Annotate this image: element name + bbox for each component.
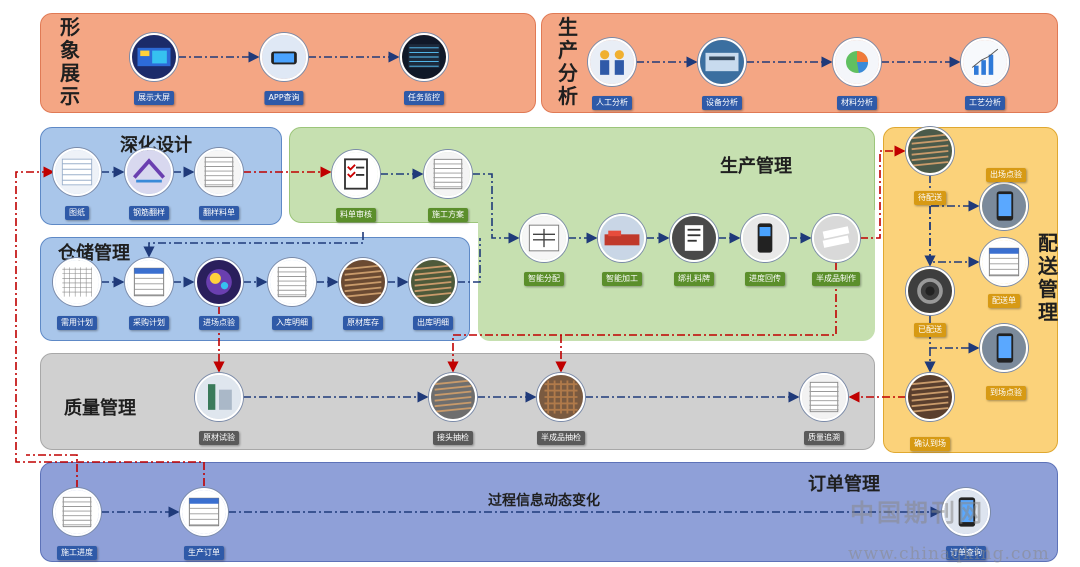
joint-bars-icon[interactable] (429, 373, 477, 421)
storage-node-label: 入库明细 (272, 316, 312, 330)
order-node-label: 订单查询 (946, 546, 986, 560)
storage-feedback-connector (143, 232, 364, 258)
bar-chart-icon[interactable] (961, 38, 1009, 86)
production-node-label: 半成品制作 (812, 272, 860, 286)
order-node-label: 施工进度 (57, 546, 97, 560)
pie-chart-icon[interactable] (833, 38, 881, 86)
production-node-label: 智能分配 (524, 272, 564, 286)
purchase-form-icon[interactable] (125, 258, 173, 306)
watermark-url: www.chinaqking.com (848, 544, 1050, 564)
storage-panel (40, 237, 470, 341)
machine-icon[interactable] (698, 38, 746, 86)
delivery-title: 配送管理 (1036, 232, 1060, 324)
rebar-stock-icon[interactable] (339, 258, 387, 306)
analysis-node-label: 设备分析 (702, 96, 742, 110)
order-phone-icon[interactable] (942, 488, 990, 536)
inbound-sheet-icon[interactable] (268, 258, 316, 306)
order-flow-text: 过程信息动态变化 (488, 493, 600, 509)
checklist-icon[interactable] (332, 150, 380, 198)
production-node-label: 绑扎料牌 (674, 272, 714, 286)
production-node-label: 料单审核 (336, 208, 376, 222)
grid-sheet-icon[interactable] (53, 258, 101, 306)
outbound-to-production-connector (457, 238, 481, 283)
app-phone-icon[interactable] (260, 33, 308, 81)
production-node-label: 智能加工 (602, 272, 642, 286)
semi-to-joint-check-connector (447, 262, 837, 373)
analysis-node-label: 人工分析 (592, 96, 632, 110)
production-node-label: 施工方案 (428, 208, 468, 222)
trace-icon[interactable] (800, 373, 848, 421)
tag-icon[interactable] (670, 214, 718, 262)
delivery-note-icon[interactable] (980, 238, 1028, 286)
rebar-model-icon[interactable] (125, 148, 173, 196)
analysis-title-text: 生产分析 (558, 15, 578, 108)
display-node-label: 任务监控 (404, 91, 444, 105)
design-node-label: 钢筋翻样 (129, 206, 169, 220)
semi-product-icon[interactable] (812, 214, 860, 262)
drawing-icon[interactable] (53, 148, 101, 196)
pending-bars-icon[interactable] (906, 127, 954, 175)
production-node-label: 进度回传 (745, 272, 785, 286)
analysis-node-label: 材料分析 (837, 96, 877, 110)
rebar-mesh-icon[interactable] (906, 373, 954, 421)
processing-machine-icon[interactable] (598, 214, 646, 262)
semi-inspection-icon[interactable] (537, 373, 585, 421)
quality-title: 质量管理 (64, 398, 136, 419)
inspection-icon[interactable] (195, 258, 243, 306)
allocation-icon[interactable] (520, 214, 568, 262)
workers-icon[interactable] (588, 38, 636, 86)
material-list-icon[interactable] (195, 148, 243, 196)
outbound-rebar-icon[interactable] (409, 258, 457, 306)
schedule-feedback-connector (26, 454, 78, 488)
order-title: 订单管理 (808, 474, 880, 495)
design-node-label: 翻样料单 (199, 206, 239, 220)
delivery-node-label: 配送单 (988, 294, 1020, 308)
storage-node-label: 采购计划 (129, 316, 169, 330)
storage-node-label: 需用计划 (57, 316, 97, 330)
delivery-node-label: 待配送 (914, 191, 946, 205)
production-panel (289, 127, 875, 223)
display-node-label: 展示大屏 (134, 91, 174, 105)
plan-to-allocation-connector (472, 173, 520, 244)
storage-node-label: 进场点验 (199, 316, 239, 330)
storage-node-label: 出库明细 (413, 316, 453, 330)
display-node-label: APP查询 (264, 91, 304, 105)
delivery-connector-2 (929, 206, 980, 268)
quality-node-label: 原材试验 (199, 431, 239, 445)
order-node-label: 生产订单 (184, 546, 224, 560)
analysis-node-label: 工艺分析 (965, 96, 1005, 110)
delivery-node-label: 到场点验 (986, 386, 1026, 400)
test-machine-icon[interactable] (195, 373, 243, 421)
schedule-sheet-icon[interactable] (53, 488, 101, 536)
production-to-delivery-connector (860, 145, 906, 239)
order-feedback-connector (15, 166, 205, 486)
display-title-text: 形象展示 (60, 15, 80, 108)
production-title: 生产管理 (720, 156, 792, 177)
exit-check-phone-icon[interactable] (980, 182, 1028, 230)
arrival-check-phone-icon[interactable] (980, 324, 1028, 372)
delivery-node-label: 确认到场 (910, 437, 950, 451)
quality-node-label: 接头抽检 (433, 431, 473, 445)
quality-node-label: 半成品抽检 (537, 431, 585, 445)
delivery-node-label: 已配送 (914, 323, 946, 337)
watermark-logo: 中国期刊网 (850, 498, 985, 527)
analysis-title: 生产分析 (556, 16, 580, 108)
quality-node-label: 质量追溯 (804, 431, 844, 445)
handheld-scanner-icon[interactable] (741, 214, 789, 262)
big-screen-icon[interactable] (130, 33, 178, 81)
storage-node-label: 原材库存 (343, 316, 383, 330)
delivered-coil-icon[interactable] (906, 267, 954, 315)
design-node-label: 图纸 (65, 206, 89, 220)
delivery-node-label: 出场点验 (986, 168, 1026, 182)
delivery-title-text: 配送管理 (1038, 231, 1058, 324)
display-title: 形象展示 (58, 16, 82, 108)
plan-doc-icon[interactable] (424, 150, 472, 198)
monitor-icon[interactable] (400, 33, 448, 81)
production-order-icon[interactable] (180, 488, 228, 536)
